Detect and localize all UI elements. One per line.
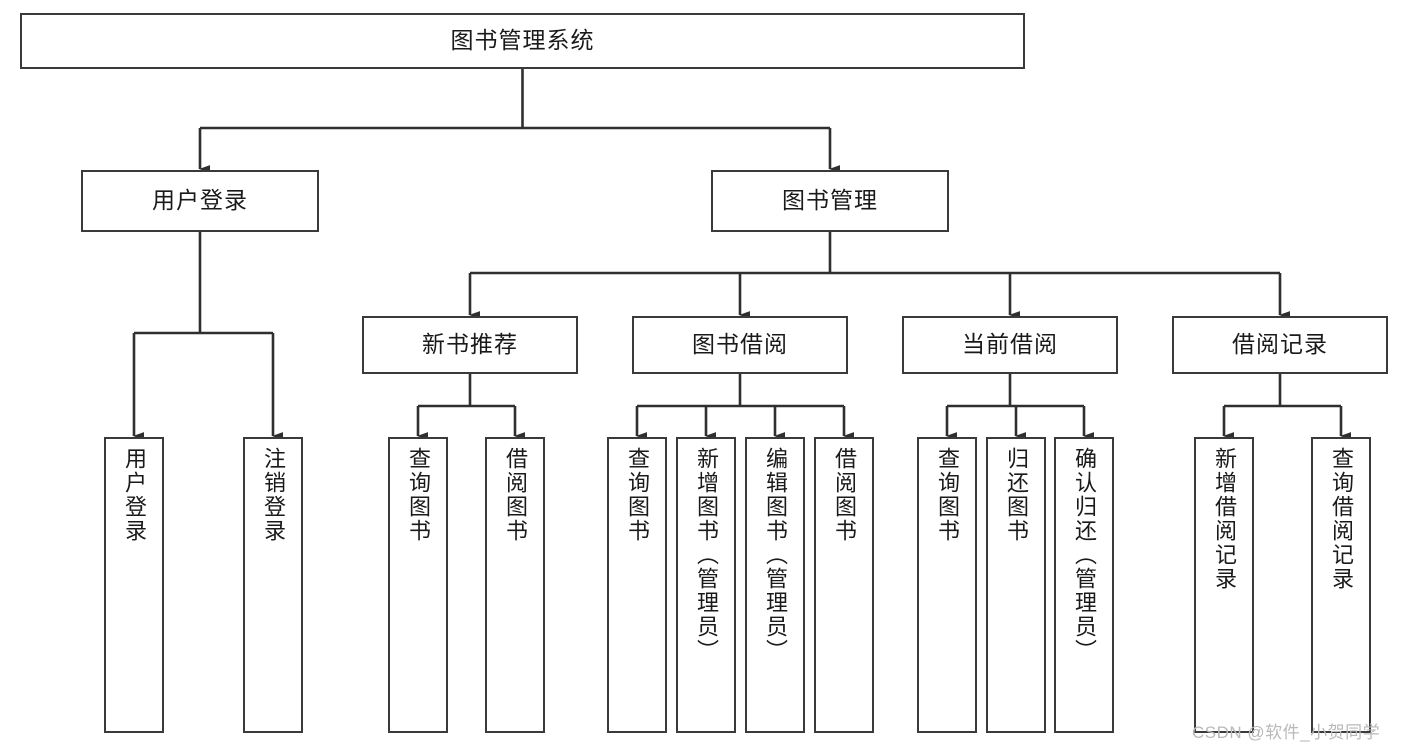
leaf-user-login-label: 用户登录 [121, 447, 147, 543]
node-user-login[interactable]: 用户登录 [81, 170, 319, 232]
leaf-query-book-borrow[interactable]: 查询图书 [607, 437, 667, 733]
leaf-borrow-book-label: 借阅图书 [831, 447, 857, 543]
leaf-add-record[interactable]: 新增借阅记录 [1194, 437, 1254, 733]
leaf-logout[interactable]: 注销登录 [243, 437, 303, 733]
leaf-add-book-label: 新增图书（管理员） [693, 447, 719, 663]
node-current-borrow-label: 当前借阅 [962, 331, 1058, 358]
leaf-logout-label: 注销登录 [260, 447, 286, 543]
leaf-query-book-cur[interactable]: 查询图书 [917, 437, 977, 733]
leaf-confirm-return-label: 确认归还（管理员） [1071, 447, 1097, 663]
leaf-query-record-label: 查询借阅记录 [1328, 447, 1354, 591]
leaf-add-book[interactable]: 新增图书（管理员） [676, 437, 736, 733]
node-book-manage[interactable]: 图书管理 [711, 170, 949, 232]
leaf-edit-book-label: 编辑图书（管理员） [762, 447, 788, 663]
leaf-query-record[interactable]: 查询借阅记录 [1311, 437, 1371, 733]
leaf-borrow-book-rec-label: 借阅图书 [502, 447, 528, 543]
leaf-borrow-book[interactable]: 借阅图书 [814, 437, 874, 733]
node-book-borrow[interactable]: 图书借阅 [632, 316, 848, 374]
node-root[interactable]: 图书管理系统 [20, 13, 1025, 69]
node-new-book-recommend[interactable]: 新书推荐 [362, 316, 578, 374]
node-current-borrow[interactable]: 当前借阅 [902, 316, 1118, 374]
node-user-login-label: 用户登录 [152, 187, 248, 214]
node-borrow-record-label: 借阅记录 [1232, 331, 1328, 358]
leaf-confirm-return[interactable]: 确认归还（管理员） [1054, 437, 1114, 733]
node-book-borrow-label: 图书借阅 [692, 331, 788, 358]
leaf-query-book-cur-label: 查询图书 [934, 447, 960, 543]
node-borrow-record[interactable]: 借阅记录 [1172, 316, 1388, 374]
leaf-return-book-label: 归还图书 [1003, 447, 1029, 543]
leaf-add-record-label: 新增借阅记录 [1211, 447, 1237, 591]
leaf-return-book[interactable]: 归还图书 [986, 437, 1046, 733]
leaf-query-book-rec[interactable]: 查询图书 [388, 437, 448, 733]
leaf-edit-book[interactable]: 编辑图书（管理员） [745, 437, 805, 733]
leaf-user-login[interactable]: 用户登录 [104, 437, 164, 733]
node-new-book-recommend-label: 新书推荐 [422, 331, 518, 358]
leaf-query-book-rec-label: 查询图书 [405, 447, 431, 543]
node-root-label: 图书管理系统 [450, 27, 595, 54]
node-book-manage-label: 图书管理 [782, 187, 878, 214]
leaf-query-book-borrow-label: 查询图书 [624, 447, 650, 543]
leaf-borrow-book-rec[interactable]: 借阅图书 [485, 437, 545, 733]
